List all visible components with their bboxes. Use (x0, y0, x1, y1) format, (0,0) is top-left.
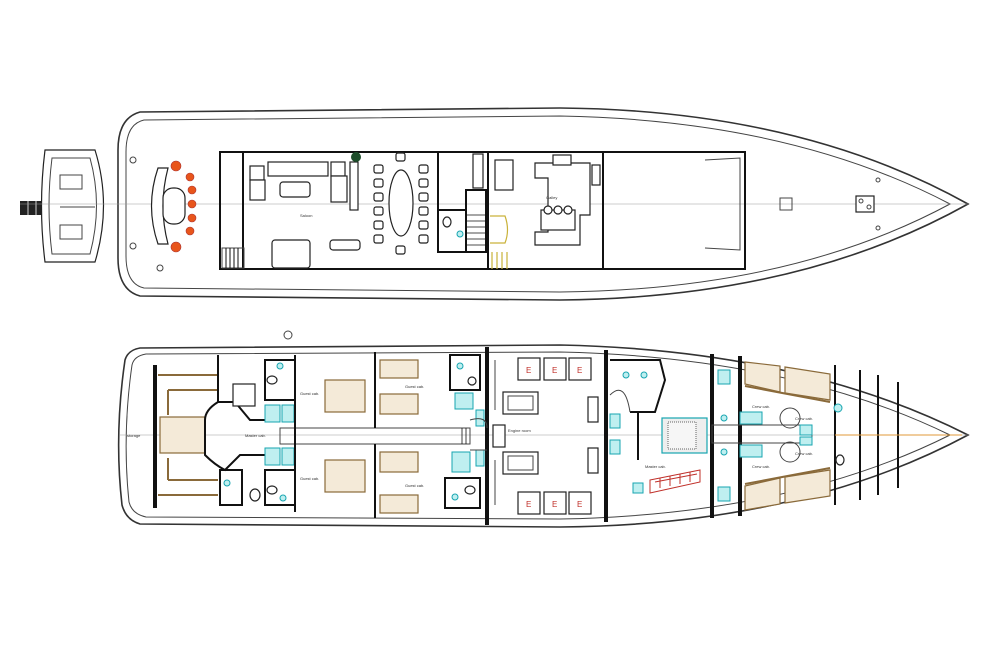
room-label-galley: Galley (546, 195, 557, 200)
dining-table (373, 152, 429, 255)
room-label-saloon: Saloon (300, 213, 312, 218)
svg-text:E: E (526, 500, 531, 509)
room-label-crew-cabin-2: Crew cab. (752, 464, 770, 469)
anchor-windlass (855, 195, 875, 213)
svg-text:E: E (552, 500, 557, 509)
room-label-engine-room: Engine room (508, 428, 531, 433)
room-label-guest-cabin-3: Guest cab. (405, 384, 424, 389)
room-label-crew-cabin-1: Crew cab. (752, 404, 770, 409)
room-label-guest-cabin-2: Guest cab. (300, 476, 319, 481)
crew-berths (744, 361, 831, 511)
room-label-guest-cabin-1: Guest cab. (300, 391, 319, 396)
svg-text:E: E (577, 500, 582, 509)
cockpit-chairs (170, 160, 197, 253)
room-label-crew-cabin-4: Crew cab. (795, 451, 813, 456)
tender-boat (40, 149, 105, 263)
svg-text:E: E (526, 366, 531, 375)
room-label-storage: storage (127, 433, 141, 438)
room-label-guest-cabin-4: Guest cab. (405, 483, 424, 488)
lower-deck: storage Master cab. Guest cab. Guest c (117, 330, 970, 528)
main-deck: Saloon Galley (20, 107, 970, 301)
svg-text:E: E (577, 366, 582, 375)
room-label-crew-cabin-3: Crew cab. (795, 416, 813, 421)
room-label-captain-cabin: Master cab. (645, 464, 666, 469)
svg-text:E: E (552, 366, 557, 375)
room-label-master-cabin: Master cab. (245, 433, 266, 438)
saloon-furniture (249, 152, 361, 269)
engine-room: E E E E E E Engine room (492, 357, 599, 515)
